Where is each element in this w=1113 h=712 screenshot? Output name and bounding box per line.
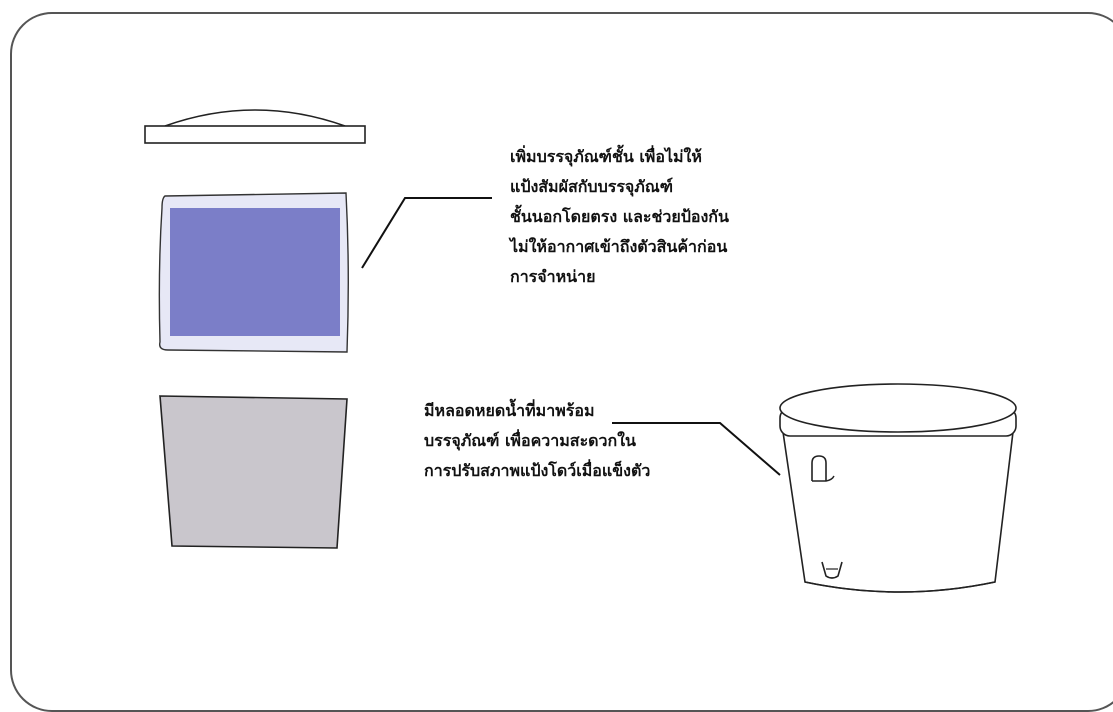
callout-text-line: มีหลอดหยดน้ำที่มาพร้อม (424, 401, 595, 420)
straw-holder-lower (821, 561, 843, 579)
callout-text-line: บรรจุภัณฑ์ เพื่อความสะดวกใน (424, 431, 636, 450)
callout-leader-straw (612, 422, 781, 476)
callout-text-line: เพิ่มบรรจุภัณฑ์ชั้น เพื่อไม่ให้ (510, 147, 702, 166)
callout-text-line: ไม่ให้อากาศเข้าถึงตัวสินค้าก่อน (510, 237, 728, 256)
container-lid (144, 109, 366, 144)
callout-text-line: การจำหน่าย (510, 267, 596, 286)
inner-bag (158, 192, 349, 353)
callout-leader-inner-bag (361, 197, 492, 269)
callout-text-line: ชั้นนอกโดยตรง และช่วยป้องกัน (510, 207, 729, 226)
callout-inner-packaging: เพิ่มบรรจุภัณฑ์ชั้น เพื่อไม่ให้ แป้งสัมผ… (510, 142, 729, 292)
callout-straw-holder: มีหลอดหยดน้ำที่มาพร้อม บรรจุภัณฑ์ เพื่อค… (424, 396, 650, 486)
straw-holder-upper (811, 455, 835, 482)
round-container (779, 383, 1017, 593)
packaging-diagram (144, 109, 1017, 593)
callout-text-line: การปรับสภาพแป้งโดว์เมื่อแข็งตัว (424, 461, 651, 480)
callout-text-line: แป้งสัมผัสกับบรรจุภัณฑ์ (510, 177, 673, 196)
container-body (159, 395, 348, 549)
